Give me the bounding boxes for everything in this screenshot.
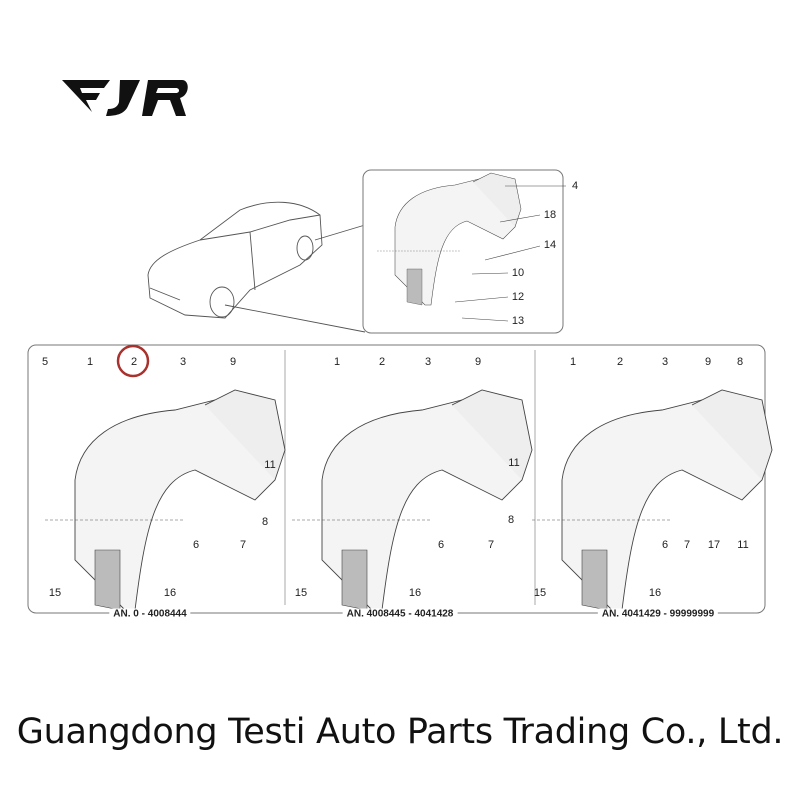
callout: 9 xyxy=(474,356,482,368)
callout: 8 xyxy=(261,516,269,528)
callout: 5 xyxy=(41,356,49,368)
callout: 13 xyxy=(511,315,525,327)
callout: 16 xyxy=(408,587,422,599)
callout: 7 xyxy=(683,539,691,551)
callout: 1 xyxy=(333,356,341,368)
callout: 9 xyxy=(229,356,237,368)
callout: 15 xyxy=(533,587,547,599)
callout: 6 xyxy=(661,539,669,551)
callout: 16 xyxy=(163,587,177,599)
callout: 7 xyxy=(487,539,495,551)
callout: 4 xyxy=(571,180,579,192)
callout: 6 xyxy=(437,539,445,551)
callout: 3 xyxy=(661,356,669,368)
serial-range: AN. 0 - 4008444 xyxy=(109,608,191,620)
callout: 10 xyxy=(511,267,525,279)
callout-highlighted: 2 xyxy=(130,356,138,368)
callout: 17 xyxy=(707,539,721,551)
logo xyxy=(62,80,188,116)
callout: 11 xyxy=(737,539,749,551)
callout: 11 xyxy=(264,459,276,471)
callout: 3 xyxy=(424,356,432,368)
serial-range: AN. 4041429 - 99999999 xyxy=(597,608,719,620)
serial-range: AN. 4008445 - 4041428 xyxy=(342,608,458,620)
company-name: Guangdong Testi Auto Parts Trading Co., … xyxy=(16,712,784,752)
callout: 15 xyxy=(48,587,62,599)
car-illustration xyxy=(147,201,366,333)
callout: 8 xyxy=(736,356,744,368)
callout: 3 xyxy=(179,356,187,368)
callout: 8 xyxy=(507,514,515,526)
callout: 11 xyxy=(508,457,520,469)
callout: 9 xyxy=(704,356,712,368)
callout: 1 xyxy=(569,356,577,368)
callout: 12 xyxy=(511,291,525,303)
callout: 18 xyxy=(543,209,557,221)
callout: 1 xyxy=(86,356,94,368)
callout: 16 xyxy=(648,587,662,599)
callout: 7 xyxy=(239,539,247,551)
callout: 14 xyxy=(543,239,557,251)
callout: 6 xyxy=(192,539,200,551)
callout: 2 xyxy=(378,356,386,368)
highlight-circle xyxy=(116,344,150,378)
callout: 2 xyxy=(616,356,624,368)
callout: 15 xyxy=(294,587,308,599)
